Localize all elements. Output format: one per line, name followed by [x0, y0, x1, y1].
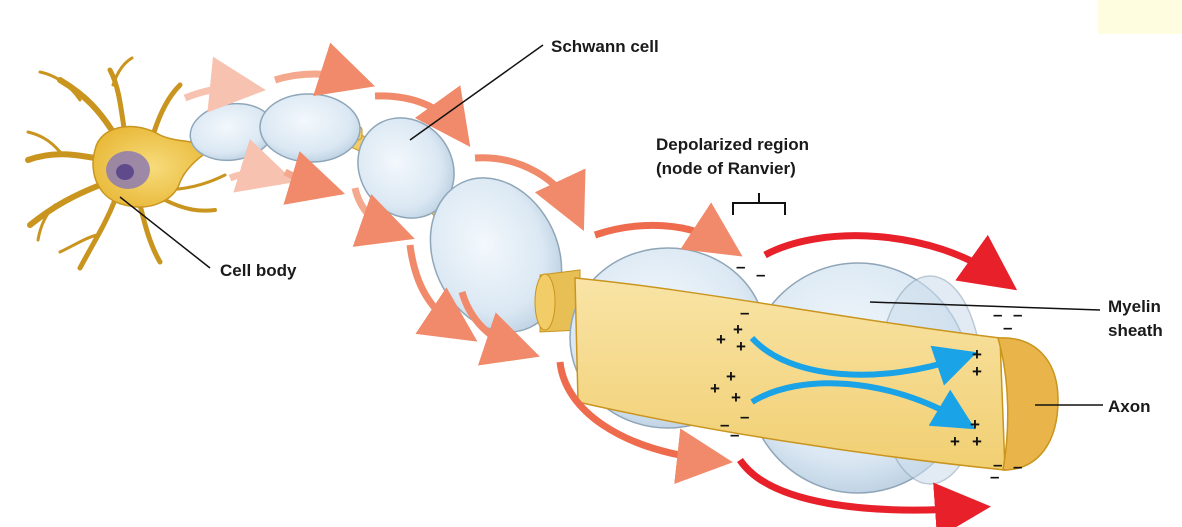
corner-tint — [1098, 0, 1182, 34]
svg-text:–: – — [720, 415, 729, 434]
axon-end-cap — [998, 338, 1058, 470]
myelin-label-line1: Myelin — [1108, 297, 1161, 316]
svg-text:+: + — [716, 330, 726, 349]
svg-text:+: + — [731, 388, 741, 407]
cell-body-leader — [120, 197, 210, 268]
node-of-ranvier-label: (node of Ranvier) — [656, 159, 796, 178]
svg-text:–: – — [1003, 318, 1012, 337]
axon-label: Axon — [1108, 397, 1151, 416]
svg-text:+: + — [972, 362, 982, 381]
current-arrow — [230, 173, 275, 178]
node-of-ranvier-bracket — [733, 193, 785, 215]
depolarized-region-label: Depolarized region — [656, 135, 809, 154]
axon-stub-end — [535, 274, 555, 330]
cell-body-label: Cell body — [220, 261, 297, 280]
nucleolus — [116, 164, 134, 180]
svg-text:+: + — [726, 367, 736, 386]
schwann-cell-leader — [410, 45, 543, 140]
current-arrow — [275, 74, 355, 80]
svg-text:–: – — [736, 257, 745, 276]
svg-text:–: – — [756, 265, 765, 284]
current-arrow — [595, 225, 725, 245]
svg-text:–: – — [1013, 457, 1022, 476]
svg-text:–: – — [730, 425, 739, 444]
current-arrow — [285, 172, 325, 188]
svg-text:+: + — [710, 379, 720, 398]
current-arrow — [185, 87, 245, 98]
schwann-cell-label: Schwann cell — [551, 37, 659, 56]
svg-text:+: + — [950, 432, 960, 451]
myelin-label-line2: sheath — [1108, 321, 1163, 340]
svg-text:+: + — [972, 432, 982, 451]
svg-text:–: – — [740, 407, 749, 426]
myelin-segment — [259, 92, 361, 163]
svg-text:+: + — [736, 337, 746, 356]
svg-text:–: – — [993, 305, 1002, 324]
svg-text:–: – — [990, 467, 999, 486]
